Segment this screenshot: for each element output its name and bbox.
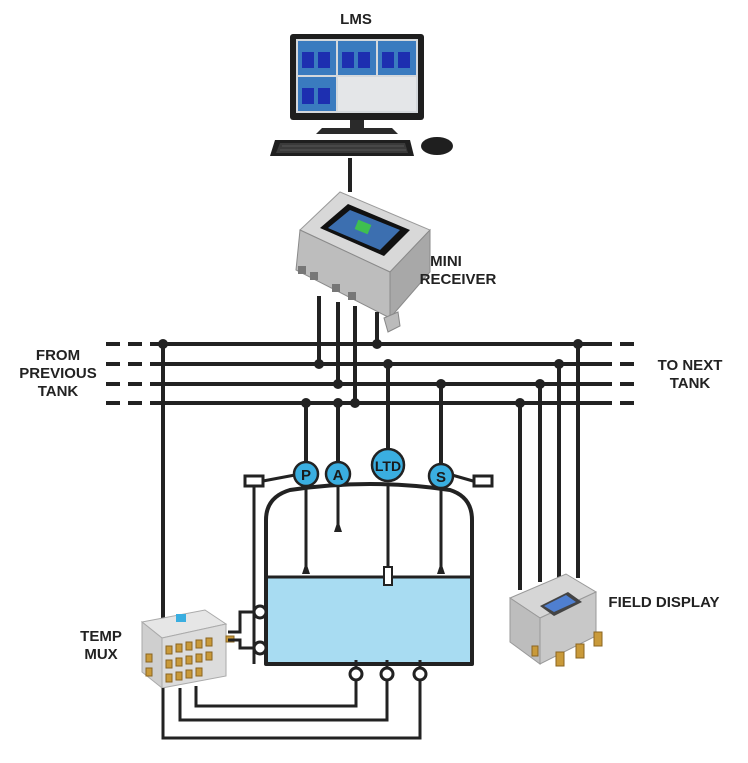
mini-receiver-label-line2: RECEIVER <box>420 271 497 288</box>
bottom-temp-sensor-3 <box>412 666 428 682</box>
keyboard <box>270 140 414 156</box>
to-label-line1: TO NEXT <box>658 357 723 374</box>
tank <box>243 473 494 666</box>
temp-mux-label-line1: TEMP <box>80 628 122 645</box>
temp-mux: TEMP MUX <box>80 344 235 690</box>
lms-workstation: LMS <box>270 11 453 156</box>
sensor-ltd: LTD <box>370 447 406 483</box>
sensor-drops <box>304 364 443 464</box>
tank-probes <box>304 484 443 570</box>
junction-dots <box>158 339 583 408</box>
temp-sensor-lower <box>252 640 268 656</box>
field-display-label: FIELD DISPLAY <box>608 594 719 611</box>
field-display: FIELD DISPLAY <box>508 573 720 667</box>
mouse <box>421 137 453 155</box>
sensor-s-label: S <box>436 469 446 486</box>
sensor-ltd-label: LTD <box>375 458 401 474</box>
sensor-p: P <box>292 460 320 488</box>
receiver-connections <box>317 296 379 403</box>
sensor-s: S <box>427 462 455 490</box>
sensor-a: A <box>324 460 352 488</box>
bottom-temp-wiring <box>161 660 422 740</box>
bottom-temp-sensor-2 <box>379 666 395 682</box>
monitor <box>290 34 424 134</box>
tank-liquid <box>268 577 470 664</box>
mini-receiver: MINI RECEIVER <box>295 158 497 333</box>
sensor-p-label: P <box>301 467 311 484</box>
mini-receiver-label-line1: MINI <box>430 253 462 270</box>
lms-label: LMS <box>340 11 372 28</box>
from-label-line3: TANK <box>38 383 79 400</box>
mux-tank-connections <box>228 610 254 650</box>
field-display-connections <box>518 344 580 590</box>
from-label-line1: FROM <box>36 347 80 364</box>
temp-mux-label-line2: MUX <box>84 646 117 663</box>
to-label-line2: TANK <box>670 375 711 392</box>
sensor-a-label: A <box>333 467 344 484</box>
temp-sensor-upper <box>252 604 268 620</box>
bottom-temp-sensor-1 <box>348 666 364 682</box>
from-label-line2: PREVIOUS <box>19 365 97 382</box>
